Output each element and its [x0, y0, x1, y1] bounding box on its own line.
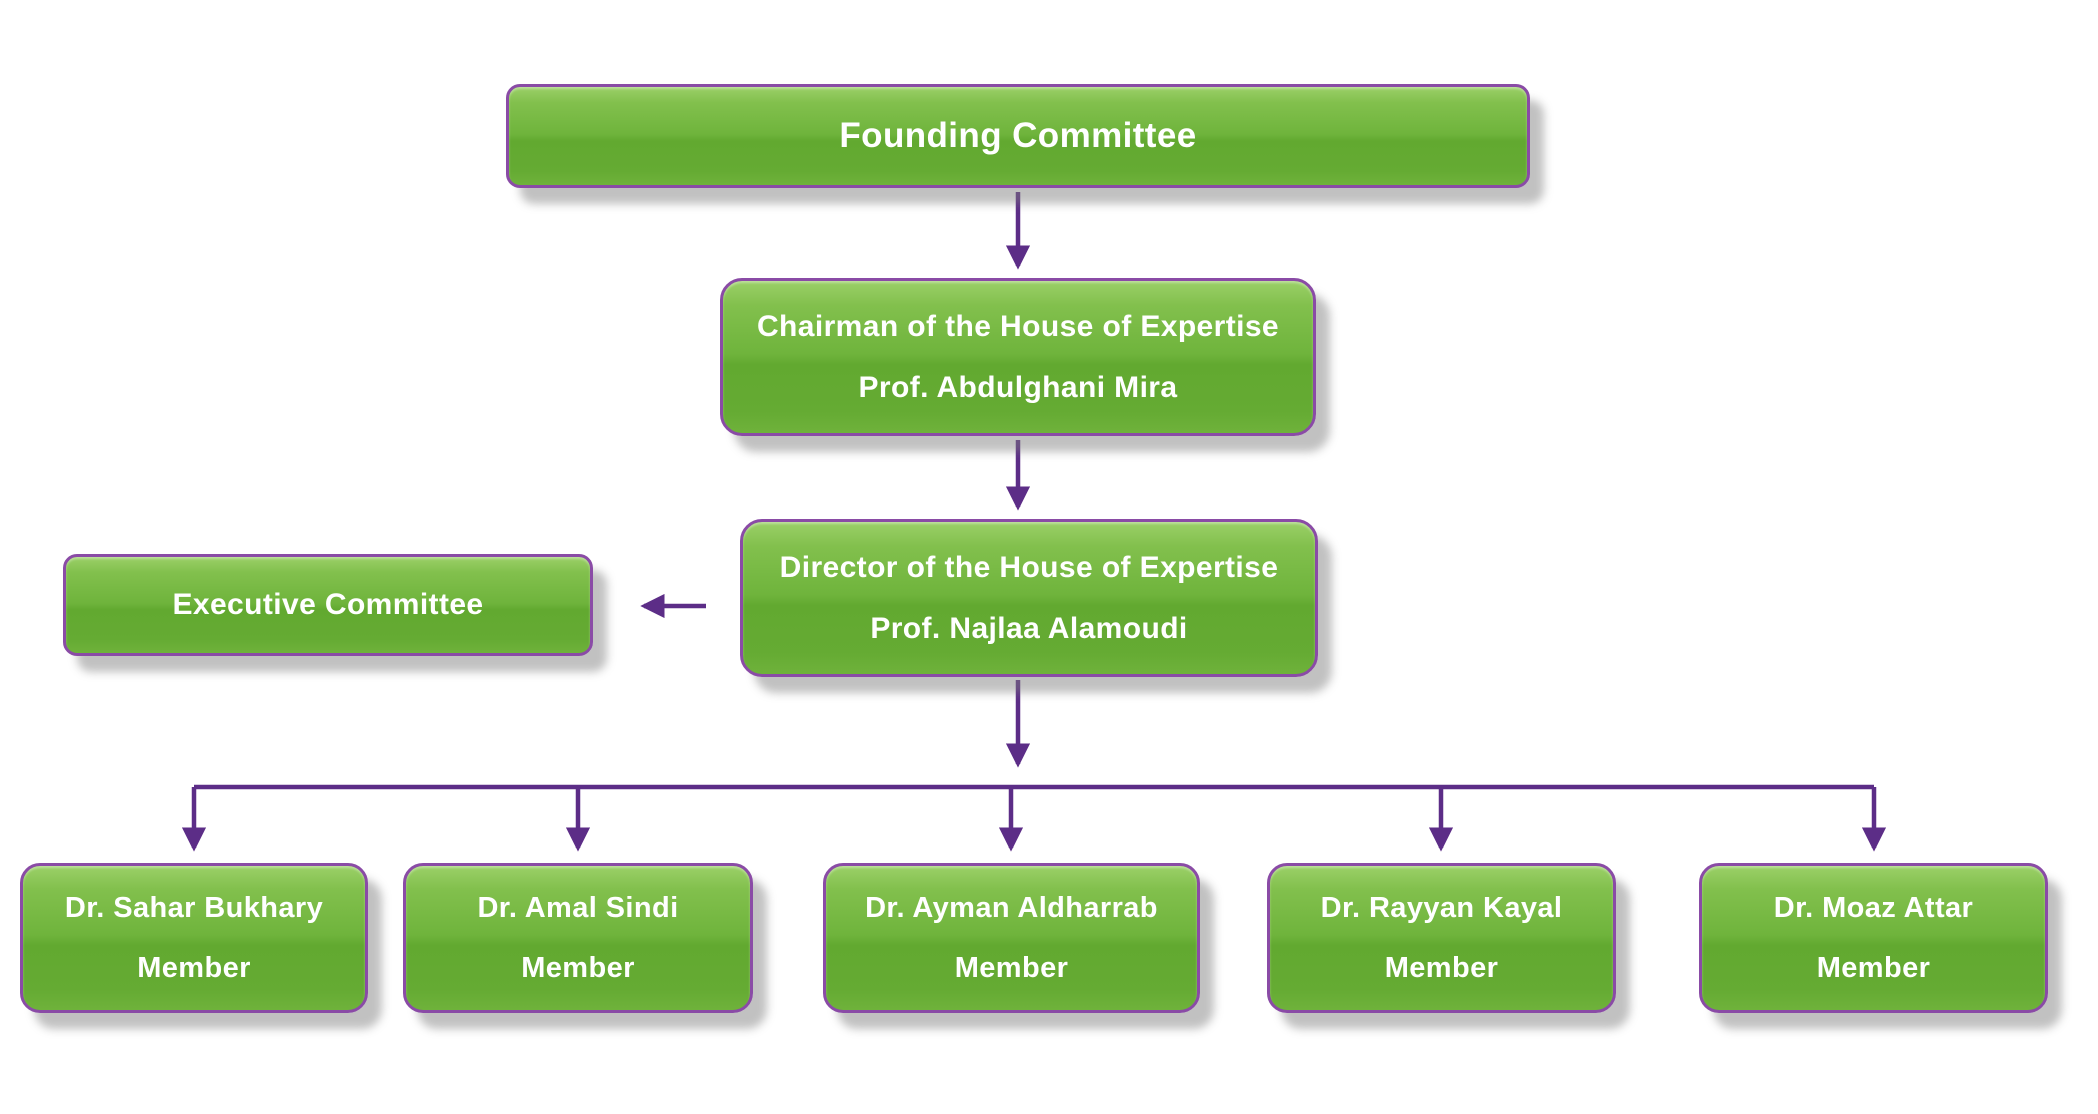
member-role: Member [137, 952, 251, 984]
node-chairman: Chairman of the House of Expertise Prof.… [720, 278, 1316, 436]
node-member-3: Dr. Ayman Aldharrab Member [823, 863, 1200, 1013]
executive-committee-label: Executive Committee [172, 588, 484, 622]
member-role: Member [1816, 952, 1931, 984]
chairman-name: Prof. Abdulghani Mira [858, 371, 1178, 404]
member-name: Dr. Ayman Aldharrab [865, 891, 1158, 924]
member-name: Dr. Rayyan Kayal [1320, 891, 1563, 924]
member-role: Member [521, 952, 635, 984]
node-founding-committee: Founding Committee [506, 84, 1530, 188]
node-director: Director of the House of Expertise Prof.… [740, 519, 1318, 677]
node-member-5: Dr. Moaz Attar Member [1699, 863, 2048, 1013]
node-member-2: Dr. Amal Sindi Member [403, 863, 753, 1013]
member-name: Dr. Amal Sindi [477, 891, 679, 924]
founding-committee-label: Founding Committee [839, 115, 1197, 155]
director-name: Prof. Najlaa Alamoudi [870, 612, 1188, 645]
node-executive-committee: Executive Committee [63, 554, 593, 656]
node-member-4: Dr. Rayyan Kayal Member [1267, 863, 1616, 1013]
member-role: Member [1384, 952, 1499, 984]
member-name: Dr. Moaz Attar [1773, 891, 1974, 924]
director-title: Director of the House of Expertise [779, 550, 1279, 584]
chairman-title: Chairman of the House of Expertise [756, 309, 1280, 343]
member-name: Dr. Sahar Bukhary [64, 891, 324, 924]
node-member-1: Dr. Sahar Bukhary Member [20, 863, 368, 1013]
member-role: Member [954, 952, 1069, 984]
